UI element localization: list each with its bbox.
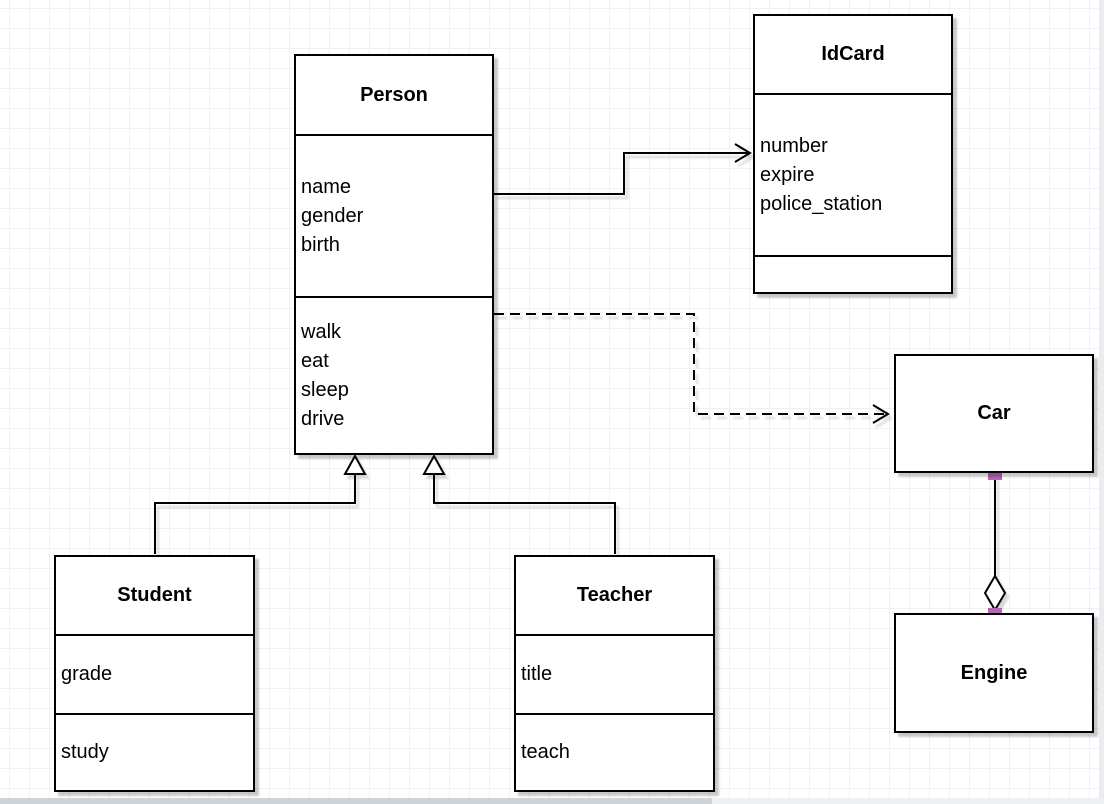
class-title-person: Person bbox=[296, 56, 492, 136]
open-arrowhead-car bbox=[872, 404, 890, 424]
idcard-attribute-number: number bbox=[760, 134, 828, 157]
teacher-attribute-title: title bbox=[521, 663, 553, 685]
person-attribute-gender: gender bbox=[301, 204, 364, 227]
class-box-teacher[interactable]: Teacher title teach bbox=[514, 555, 715, 792]
methods-compartment-teacher: teach bbox=[516, 715, 713, 790]
class-title-idcard: IdCard bbox=[755, 16, 951, 95]
class-title-engine: Engine bbox=[960, 661, 1028, 684]
methods-compartment-idcard-empty bbox=[755, 257, 951, 292]
horizontal-scrollbar-thumb[interactable] bbox=[0, 798, 712, 804]
class-title-car: Car bbox=[977, 402, 1011, 424]
teacher-method-teach: teach bbox=[521, 741, 570, 763]
open-arrowhead-idcard bbox=[734, 143, 752, 163]
methods-compartment-student: study bbox=[56, 715, 253, 790]
person-method-walk: walk bbox=[301, 320, 342, 343]
person-method-drive: drive bbox=[301, 407, 345, 430]
inheritance-triangle-student bbox=[343, 453, 367, 475]
inheritance-triangle-teacher bbox=[422, 453, 446, 475]
generalization-student-person[interactable] bbox=[154, 474, 356, 554]
class-title-teacher: Teacher bbox=[516, 557, 713, 636]
idcard-attribute-police-station: police_station bbox=[760, 192, 883, 215]
student-attribute-grade: grade bbox=[61, 663, 113, 685]
student-method-study: study bbox=[61, 741, 109, 763]
person-method-sleep: sleep bbox=[301, 378, 349, 401]
idcard-attribute-expire: expire bbox=[760, 163, 815, 186]
methods-compartment-person: walk eat sleep drive bbox=[296, 298, 492, 453]
class-box-student[interactable]: Student grade study bbox=[54, 555, 255, 792]
vertical-scrollbar[interactable] bbox=[1099, 0, 1104, 804]
generalization-teacher-person[interactable] bbox=[433, 474, 616, 554]
horizontal-scrollbar[interactable] bbox=[0, 798, 1104, 804]
attributes-compartment-teacher: title bbox=[516, 636, 713, 715]
person-attribute-name: name bbox=[301, 175, 352, 198]
attributes-compartment-student: grade bbox=[56, 636, 253, 715]
class-box-person[interactable]: Person name gender birth walk eat sleep … bbox=[294, 54, 494, 455]
attributes-compartment-idcard: number expire police_station bbox=[755, 95, 951, 257]
class-box-car[interactable]: Car bbox=[894, 354, 1094, 473]
dependency-person-car[interactable] bbox=[494, 313, 886, 415]
attributes-compartment-person: name gender birth bbox=[296, 136, 492, 298]
class-box-idcard[interactable]: IdCard number expire police_station bbox=[753, 14, 953, 294]
person-attribute-birth: birth bbox=[301, 233, 340, 256]
person-method-eat: eat bbox=[301, 349, 329, 372]
aggregation-diamond-icon bbox=[983, 574, 1007, 612]
association-person-idcard[interactable] bbox=[494, 152, 748, 195]
class-box-engine[interactable]: Engine bbox=[894, 613, 1094, 733]
class-title-student: Student bbox=[56, 557, 253, 636]
